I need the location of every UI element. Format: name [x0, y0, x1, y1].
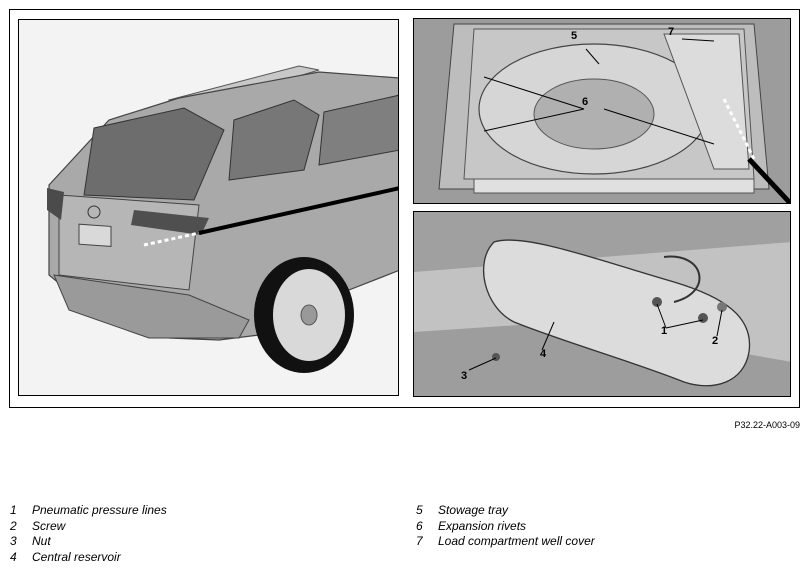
- legend-number: 5: [416, 503, 423, 517]
- legend-item: 3 Nut: [10, 534, 167, 550]
- legend-label: Expansion rivets: [438, 518, 527, 533]
- legend-item: 2 Screw: [10, 519, 167, 535]
- vehicle-rear-view-panel: [18, 19, 399, 396]
- legend-label: Central reservoir: [32, 549, 121, 564]
- legend-label: Nut: [32, 534, 51, 548]
- legend-column-1: 1 Pneumatic pressure lines 2 Screw 3 Nut…: [10, 503, 167, 565]
- legend-label: Stowage tray: [438, 503, 509, 517]
- figure-code: P32.22-A003-09: [734, 420, 800, 430]
- legend-number: 7: [416, 534, 423, 548]
- legend-label: Pneumatic pressure lines: [32, 503, 167, 517]
- callout-7: 7: [668, 26, 675, 38]
- vehicle-illustration: [47, 65, 398, 373]
- legend-item: 7 Load compartment well cover: [416, 534, 595, 550]
- callout-1: 1: [661, 325, 668, 337]
- callout-5: 5: [571, 30, 578, 42]
- callout-6: 6: [582, 96, 589, 108]
- legend-number: 3: [10, 534, 17, 548]
- central-reservoir-illustration: [414, 212, 790, 396]
- legend-label: Screw: [32, 518, 66, 533]
- callout-3: 3: [461, 370, 468, 382]
- callout-2: 2: [712, 335, 719, 347]
- legend-number: 4: [10, 549, 17, 564]
- callout-4: 4: [540, 348, 547, 360]
- legend-column-2: 5 Stowage tray 6 Expansion rivets 7 Load…: [416, 503, 595, 550]
- legend-label: Load compartment well cover: [438, 534, 595, 548]
- legend-number: 6: [416, 518, 423, 533]
- legend-item: 4 Central reservoir: [10, 550, 167, 566]
- load-compartment-illustration: [414, 19, 790, 203]
- legend-item: 6 Expansion rivets: [416, 519, 595, 535]
- legend-item: 5 Stowage tray: [416, 503, 595, 519]
- load-compartment-panel: 5 7 6: [413, 18, 791, 204]
- central-reservoir-panel: 1 2 3 4: [413, 211, 791, 397]
- legend-number: 1: [10, 503, 17, 517]
- legend-number: 2: [10, 518, 17, 533]
- legend-item: 1 Pneumatic pressure lines: [10, 503, 167, 519]
